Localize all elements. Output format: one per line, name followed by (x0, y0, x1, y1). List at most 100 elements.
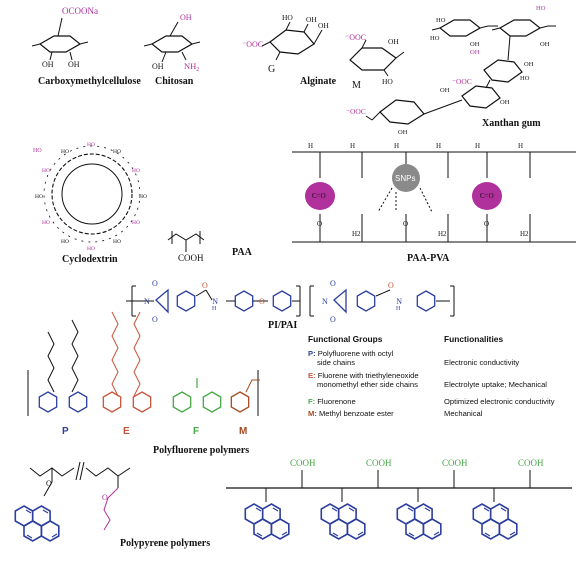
cmc-label: Carboxymethylcellulose (38, 76, 141, 87)
cmc-structure: OCOONa OH OH (31, 6, 98, 69)
pva-h-label: H (350, 142, 355, 150)
pyrene-ring-left (14, 505, 60, 542)
alginate-coo2-value: OOC (349, 33, 366, 42)
pyrene-ring (472, 503, 518, 540)
xanthan-oh-4: HO (536, 5, 546, 12)
paa-structure: COOH (167, 231, 205, 263)
pipai-o-amide: O (202, 281, 208, 290)
pva-h-label: H (518, 142, 523, 150)
alginate-oh1-text: HO (282, 13, 293, 22)
cyclodextrin-oh-text: HO (113, 149, 121, 155)
pipai-nh-h: H (212, 306, 217, 312)
xanthan-coo-text: ⁻OOC (452, 77, 472, 86)
cyclodextrin-oh-label: HO (33, 148, 42, 154)
xanthan-coo-value: OOC (456, 77, 472, 86)
alginate-structure: ⁻OOC HO OH OH G ⁻OOC OH HO M (242, 13, 405, 91)
xanthan-oh-9: OH (398, 129, 408, 136)
xanthan-oh-7: HO (520, 75, 530, 82)
cmc-oh1-text: OH (42, 60, 54, 69)
alginate-coo-text: ⁻OOC (242, 40, 263, 49)
pipai-o-4: O (330, 315, 336, 324)
polypyrene-left: O O (14, 461, 131, 542)
xanthan-oh-0: HO (436, 17, 446, 24)
alginate-coo2-text: ⁻OOC (345, 33, 366, 42)
cyclodextrin-oh-text: HO (87, 246, 95, 252)
xanthan-coo2-text: ⁻OOC (346, 107, 366, 116)
fg-row-m: M: Methyl benzoate ester (308, 409, 394, 418)
fg-group-e-2: monomethyl ether side chains (317, 380, 418, 389)
unit-m-letter: M (239, 426, 248, 437)
unit-f-letter: F (193, 426, 200, 437)
pipai-nh2-h: H (396, 306, 401, 312)
cooh-label: COOH (442, 458, 468, 468)
polyfluorene-structure (27, 311, 260, 416)
xanthan-label: Xanthan gum (482, 118, 541, 129)
pipai-nh-n: N (212, 297, 218, 306)
fg-func-p: Electronic conductivity (444, 358, 520, 367)
fg-key-e: E: (308, 371, 316, 380)
paa-cooh-text: COOH (178, 253, 204, 263)
paa-pva-label: PAA-PVA (407, 253, 450, 264)
cooh-label: COOH (290, 458, 316, 468)
cyclodextrin-oh-text: HO (113, 239, 121, 245)
xanthan-oh-1: HO (430, 35, 440, 42)
paa-label: PAA (232, 247, 252, 258)
pipai-o-2: O (152, 315, 158, 324)
cyclodextrin-oh-text: HO (61, 239, 69, 245)
chitosan-nh-text: NH (184, 61, 196, 71)
pva-h-label: H (475, 142, 480, 150)
pyrene-ring (244, 503, 290, 540)
fg-col2-header: Functionalities (444, 334, 504, 344)
fg-func-f: Optimized electronic conductivity (444, 397, 555, 406)
pva-o-label: O (317, 220, 322, 228)
chitosan-oh-text: OH (152, 62, 164, 71)
fg-col1-header: Functional Groups (308, 334, 383, 344)
pva-h2-label: H2 (520, 230, 529, 238)
alginate-oh5-text: HO (382, 77, 393, 86)
pipai-label: PI/PAI (268, 320, 298, 331)
xanthan-oh-6: OH (524, 61, 534, 68)
fg-group-m-1: Methyl benzoate ester (318, 409, 394, 418)
xanthan-oh-3: OH (470, 49, 480, 56)
pipai-nh2-n: N (396, 297, 402, 306)
alginate-label: Alginate (300, 76, 337, 87)
pva-h-label: H (394, 142, 399, 150)
chitosan-oh-top-text: OH (180, 13, 192, 22)
xanthan-oh-8: OH (500, 99, 510, 106)
chitosan-nh-sub-text: 2 (196, 67, 199, 73)
pva-o-label: O (484, 220, 489, 228)
pva-co-text-right: C=O (480, 192, 494, 200)
cooh-label: COOH (518, 458, 544, 468)
cyclodextrin-oh-text: HO (61, 149, 69, 155)
alginate-oh4-text: OH (388, 37, 399, 46)
fg-func-e: Electrolyte uptake; Mechanical (444, 380, 547, 389)
polyfluorene-label: Polyfluorene polymers (153, 445, 250, 456)
cyclodextrin-label: Cyclodextrin (62, 254, 118, 265)
unit-e-letter: E (123, 426, 130, 437)
pipai-o-amide2: O (388, 281, 394, 290)
fg-key-m: M: (308, 409, 317, 418)
pipai-n-1: N (144, 297, 150, 306)
xanthan-oh-5: OH (540, 41, 550, 48)
cyclodextrin-oh-text: HO (42, 168, 50, 174)
pipai-o-3: O (330, 279, 336, 288)
polypyrene-label: Polypyrene polymers (120, 538, 211, 549)
unit-m-ring (230, 379, 260, 413)
chitosan-structure: OH OH NH2 (143, 13, 201, 73)
alginate-coo-value: OOC (246, 40, 263, 49)
pva-h-label: H (308, 142, 313, 150)
unit-p-letter: P (62, 426, 69, 437)
snps-text: SNPs (395, 174, 415, 183)
fg-key-p: P: (308, 349, 316, 358)
pyrene-ring (396, 503, 442, 540)
cmc-group-text: OCOONa (62, 6, 98, 16)
pva-h2-label: H2 (438, 230, 447, 238)
pipai-n-2: N (322, 297, 328, 306)
alginate-oh3-text: OH (318, 21, 329, 30)
